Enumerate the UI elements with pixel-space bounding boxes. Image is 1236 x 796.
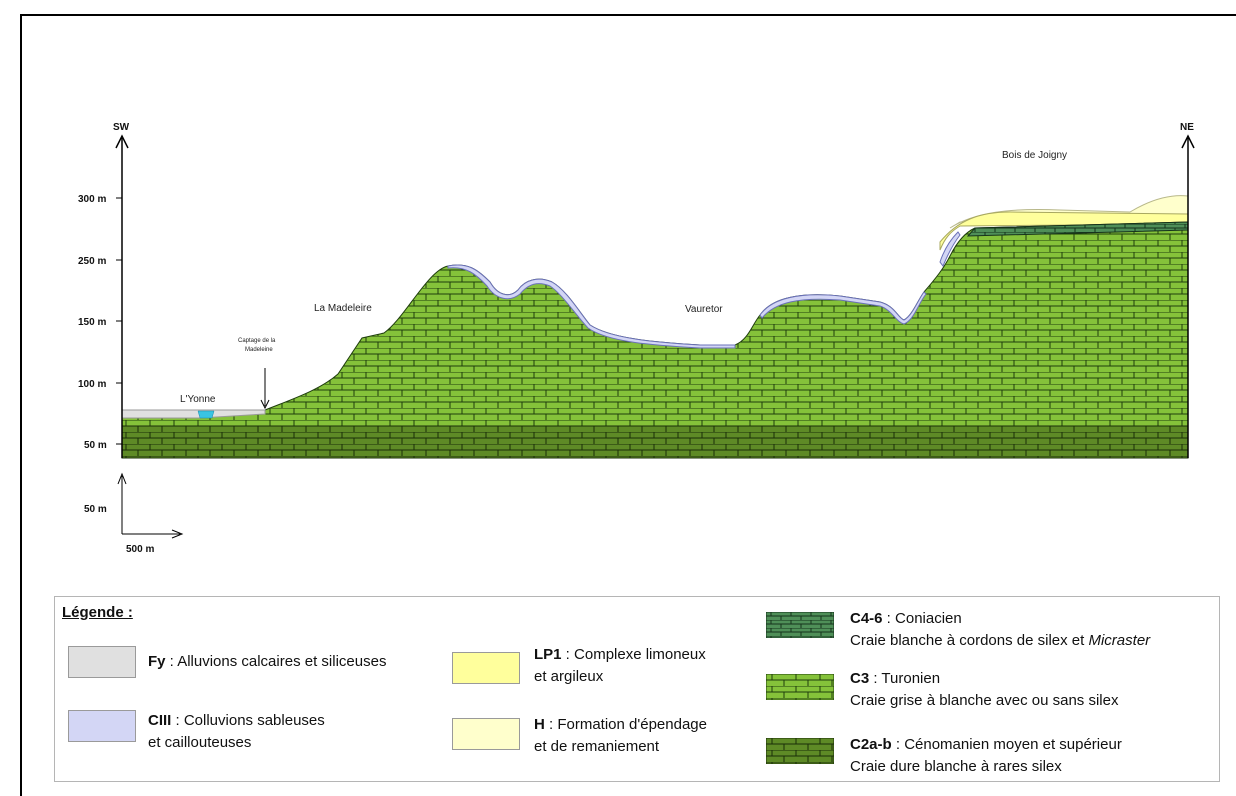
swatch-fy [68,646,136,678]
tick-50: 50 m [84,440,107,451]
altitude-axis-arrow [115,134,129,149]
layer-ciii-3 [939,231,961,267]
legend-panel [54,596,1220,782]
legend-lp1-text: : Complexe limoneux [561,646,706,663]
legend-h-code: H [534,716,545,733]
swatch-c4-6 [766,612,834,638]
layer-c2a-b [121,425,1189,459]
legend-c4-6-text2: Craie blanche à cordons de silex et [850,632,1089,649]
swatch-ciii [68,710,136,742]
layer-ciii-2 [759,291,927,325]
label-la-madeleire: La Madeleire [314,303,372,314]
legend-h-text2: et de remaniement [534,738,660,755]
legend-h: H : Formation d'épendage et de remanieme… [534,714,707,758]
scale-vertical-arrow [117,472,127,485]
legend-c3-text2: Craie grise à blanche avec ou sans silex [850,692,1119,709]
tick-250: 250 m [78,256,106,267]
legend-c4-6-text: : Coniacien [882,610,962,627]
legend-fy: Fy : Alluvions calcaires et siliceuses [148,651,386,673]
legend-c3: C3 : Turonien Craie grise à blanche avec… [850,668,1118,712]
captage-arrow-head [260,399,270,410]
swatch-c3 [766,674,834,700]
swatch-c2a-b [766,738,834,764]
swatch-h [452,718,520,750]
legend-lp1: LP1 : Complexe limoneux et argileux [534,644,706,688]
label-vauretor: Vauretor [685,304,723,315]
legend-title: Légende : [62,604,133,621]
label-yonne: L'Yonne [180,394,216,405]
tick-100: 100 m [78,379,106,390]
legend-c4-6-italic: Micraster [1088,632,1151,649]
legend-fy-text: : Alluvions calcaires et siliceuses [165,653,387,670]
orientation-sw: SW [113,122,130,133]
legend-c2a-b-text: : Cénomanien moyen et supérieur [891,736,1122,753]
tick-300: 300 m [78,194,106,205]
scale-horizontal-label: 500 m [126,544,154,555]
layer-c3 [121,221,1189,427]
legend-c2a-b-code: C2a-b [850,736,892,753]
scale-vertical-label: 50 m [84,504,107,515]
legend-fy-code: Fy [148,653,166,670]
legend-c4-6-code: C4-6 [850,610,883,627]
legend-c3-text: : Turonien [869,670,941,687]
right-axis-arrow [1181,134,1195,149]
label-bois-de-joigny: Bois de Joigny [1002,150,1067,161]
scale-horizontal-arrow [171,529,184,539]
layer-ciii [447,264,736,349]
legend-c2a-b-text2: Craie dure blanche à rares silex [850,758,1062,775]
river-yonne [197,410,215,419]
tick-150: 150 m [78,317,106,328]
figure-frame [20,14,1236,796]
legend-h-text: : Formation d'épendage [544,716,707,733]
label-captage-1: Captage de la [238,338,276,344]
orientation-ne: NE [1180,122,1194,133]
legend-lp1-code: LP1 [534,646,562,663]
swatch-lp1 [452,652,520,684]
legend-ciii-code: CIII [148,712,172,729]
legend-ciii-text: : Colluvions sableuses [171,712,325,729]
legend-c3-code: C3 [850,670,870,687]
legend-c4-6: C4-6 : Coniacien Craie blanche à cordons… [850,608,1150,652]
legend-c2a-b: C2a-b : Cénomanien moyen et supérieur Cr… [850,734,1122,778]
legend-lp1-text2: et argileux [534,668,604,685]
altitude-ticks: 300 m 250 m 150 m 100 m 50 m [78,194,122,451]
legend-ciii: CIII : Colluvions sableuses et cailloute… [148,710,325,754]
legend-ciii-text2: et caillouteuses [148,734,252,751]
label-captage-2: Madeleine [245,347,273,353]
